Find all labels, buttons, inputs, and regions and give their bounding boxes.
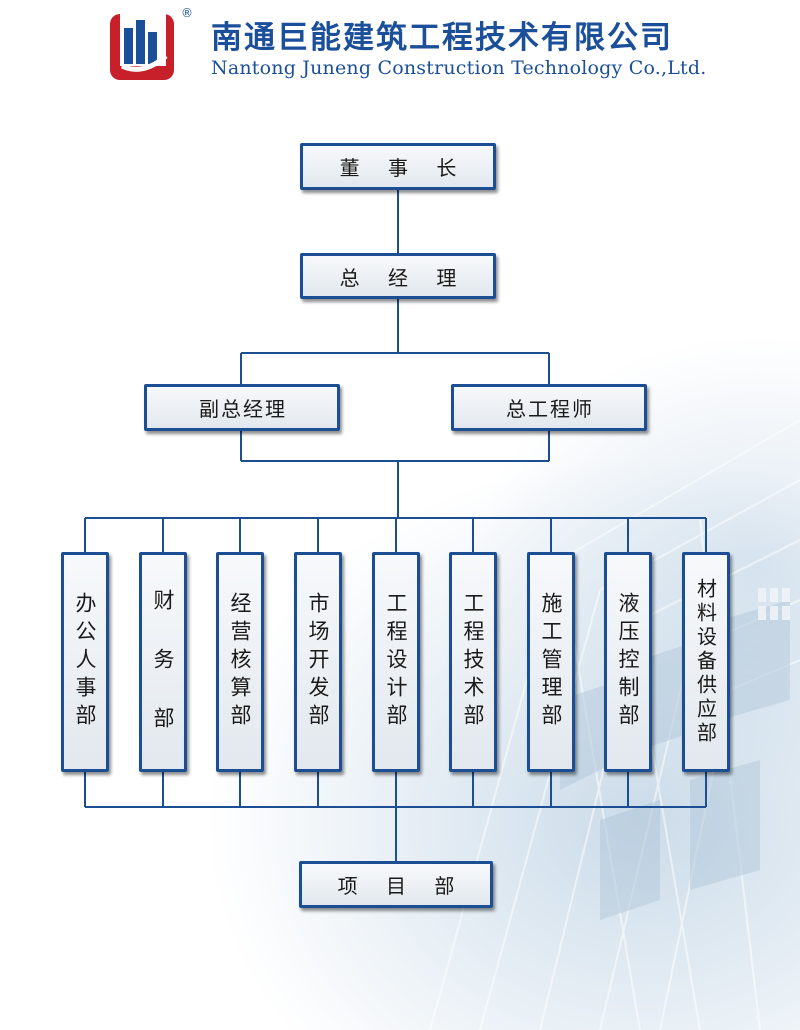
org-node-department: 经营核算部 <box>216 552 264 772</box>
org-node-label: 财 务 部 <box>151 589 175 735</box>
org-node-label: 施工管理部 <box>539 592 563 732</box>
org-node-department: 办公人事部 <box>61 552 109 772</box>
org-node-deputy-gm: 副总经理 <box>144 384 340 431</box>
org-node-label: 办公人事部 <box>73 592 97 732</box>
org-node-general-manager: 总 经 理 <box>300 253 496 299</box>
org-node-department: 工程设计部 <box>372 552 420 772</box>
org-node-department: 施工管理部 <box>527 552 575 772</box>
org-node-project-dept: 项 目 部 <box>299 861 493 908</box>
org-node-label: 工程设计部 <box>384 592 408 732</box>
org-node-department: 材料设备供应部 <box>682 552 730 772</box>
org-node-label: 经营核算部 <box>228 592 252 732</box>
company-name-en: Nantong Juneng Construction Technology C… <box>211 57 707 79</box>
org-node-label: 副总经理 <box>199 397 287 421</box>
org-node-department: 市场开发部 <box>294 552 342 772</box>
org-node-label: 液压控制部 <box>616 592 640 732</box>
org-node-label: 项 目 部 <box>337 874 466 898</box>
org-node-label: 工程技术部 <box>461 592 485 732</box>
header: ® 南通巨能建筑工程技术有限公司 Nantong Juneng Construc… <box>0 0 800 100</box>
org-node-label: 市场开发部 <box>306 592 330 732</box>
org-node-department: 液压控制部 <box>604 552 652 772</box>
org-node-label: 总工程师 <box>506 397 594 421</box>
company-name-cn: 南通巨能建筑工程技术有限公司 <box>211 20 673 56</box>
registered-mark: ® <box>181 6 193 20</box>
org-node-chief-engineer: 总工程师 <box>451 384 647 431</box>
org-node-department: 工程技术部 <box>449 552 497 772</box>
org-node-chairman: 董 事 长 <box>300 143 496 190</box>
company-logo <box>108 8 188 83</box>
org-node-label: 总 经 理 <box>339 265 468 290</box>
org-node-department: 财 务 部 <box>139 552 187 772</box>
org-node-label: 材料设备供应部 <box>693 578 718 746</box>
org-node-label: 董 事 长 <box>339 156 468 180</box>
